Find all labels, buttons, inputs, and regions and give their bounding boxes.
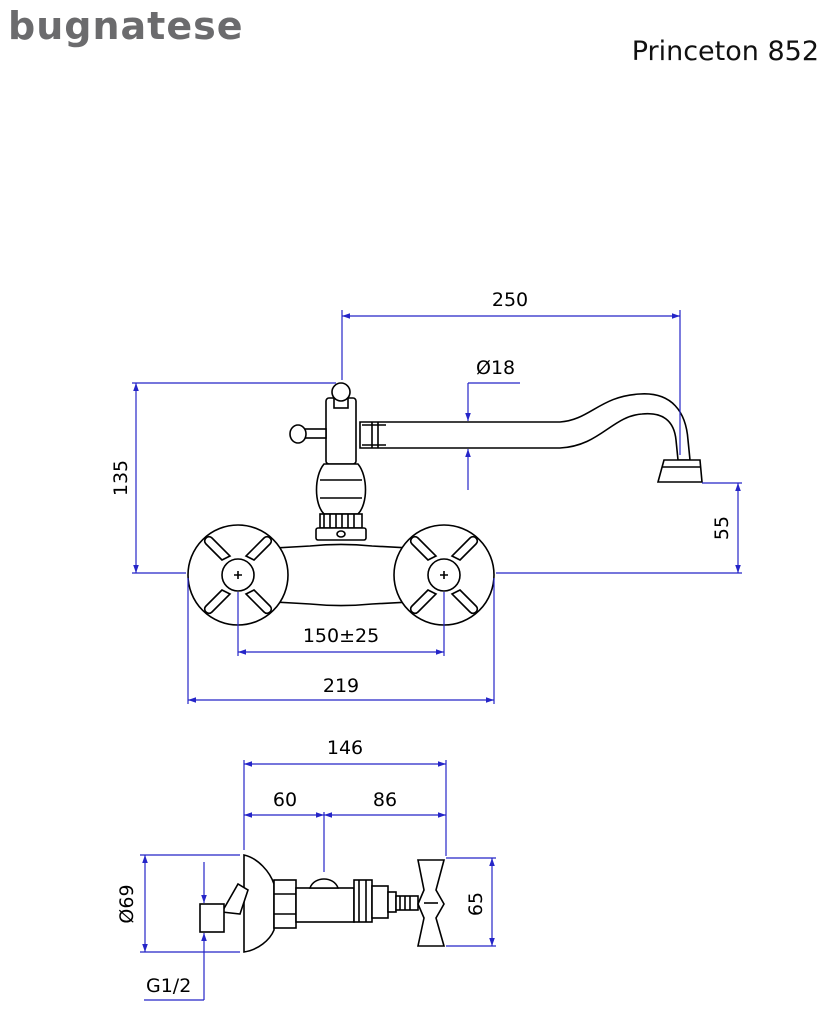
dim-outlet-height: 55 — [711, 516, 733, 540]
dim-flange-diameter: Ø69 — [116, 884, 138, 923]
right-tap-handle — [393, 524, 495, 626]
side-dimensions — [140, 760, 496, 1001]
spout — [359, 393, 691, 461]
inlet-pipe — [199, 903, 225, 933]
dim-depth-b: 86 — [373, 789, 397, 811]
model-name: Princeton 852 — [631, 36, 819, 67]
dim-depth-a: 60 — [273, 789, 297, 811]
dim-depth-total: 146 — [327, 737, 363, 759]
column-body — [315, 463, 367, 515]
wall-flange — [243, 854, 275, 953]
dim-height: 135 — [110, 460, 132, 496]
dim-center-distance: 150±25 — [303, 625, 379, 647]
dim-spout-diameter: Ø18 — [476, 357, 515, 379]
dim-thread: G1/2 — [146, 975, 191, 997]
dim-spout-length: 250 — [492, 289, 528, 311]
left-tap-handle — [187, 524, 289, 626]
front-view — [187, 382, 703, 626]
dim-handle-height: 65 — [465, 892, 487, 916]
dim-overall-width: 219 — [323, 675, 359, 697]
brand-logo: bugnatese — [8, 4, 244, 48]
aerator — [656, 459, 703, 483]
side-view — [199, 854, 446, 953]
front-dimensions — [132, 310, 742, 704]
